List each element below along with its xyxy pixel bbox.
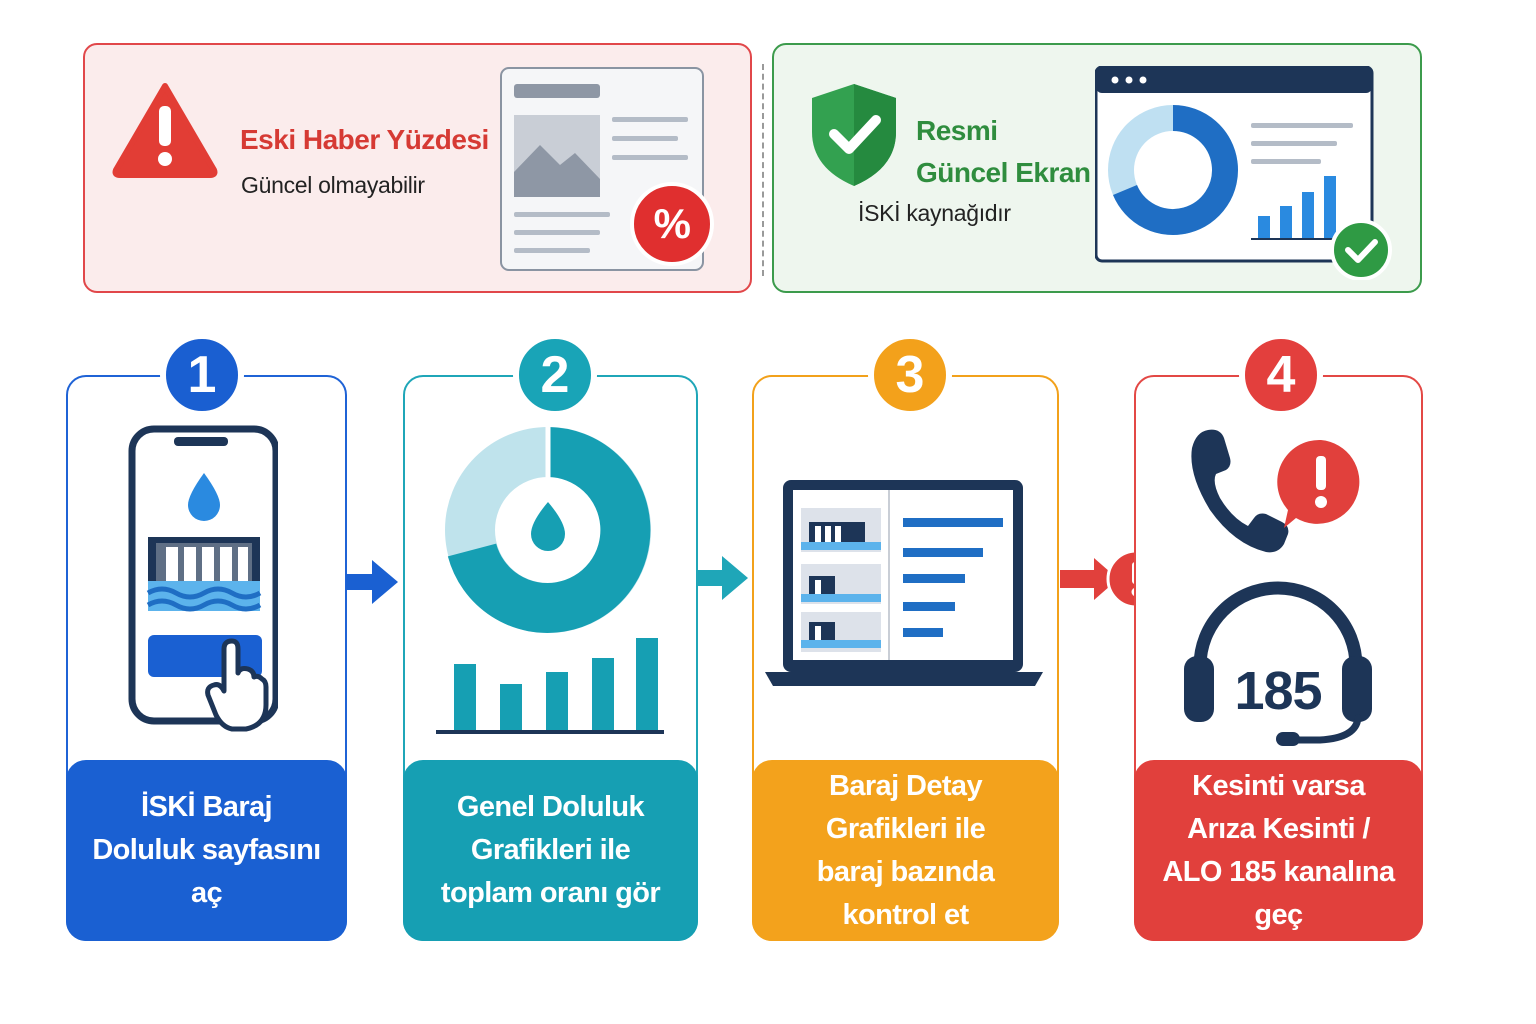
panel-divider xyxy=(762,64,764,276)
step-4-number-badge: 4 xyxy=(1239,333,1323,417)
warning-triangle-icon xyxy=(112,83,218,178)
news-article-icon xyxy=(500,67,714,271)
step-2-caption: Genel Doluluk Grafikleri ile toplam oran… xyxy=(403,760,698,941)
step-4-line-3: ALO 185 kanalına geç xyxy=(1162,855,1395,931)
step-3-line-3: baraj bazında xyxy=(816,855,995,888)
step-3-number-badge: 3 xyxy=(868,333,952,417)
donut-bar-chart-icon xyxy=(436,427,664,734)
percent-badge-text: % xyxy=(653,200,691,247)
laptop-dam-list-icon xyxy=(765,480,1043,686)
step-1-caption: İSKİ Baraj Doluluk sayfasını aç xyxy=(66,760,347,941)
step-4-caption: Kesinti varsa Arıza Kesinti / ALO 185 ka… xyxy=(1134,760,1423,941)
step-4-line-2: Arıza Kesinti / xyxy=(1187,812,1370,845)
official-screen-title: Resmi Güncel Ekran xyxy=(916,110,1091,194)
arrow-right-icon xyxy=(346,560,398,604)
phone-alert-icon xyxy=(1191,429,1360,553)
old-news-subtitle: Güncel olmayabilir xyxy=(241,172,425,198)
step-2-line-1: Genel Doluluk xyxy=(456,791,645,823)
official-title-line2: Güncel Ekran xyxy=(916,157,1091,188)
step-2-line-2: Grafikleri ile xyxy=(470,834,631,866)
phone-dam-tap-icon xyxy=(128,425,278,732)
hotline-number: 185 xyxy=(1234,661,1322,721)
old-news-title: Eski Haber Yüzdesi xyxy=(240,124,489,155)
step-2-line-3: toplam oranı gör xyxy=(440,877,661,909)
official-dashboard-icon xyxy=(1095,66,1392,280)
step-3-line-2: Grafikleri ile xyxy=(825,812,986,845)
step-1-number-badge: 1 xyxy=(160,333,244,417)
headset-icon xyxy=(1184,581,1372,746)
step-1-line-2: Doluluk sayfasını aç xyxy=(92,834,321,909)
official-screen-subtitle: İSKİ kaynağıdır xyxy=(858,200,1011,226)
step-2-number-badge: 2 xyxy=(513,333,597,417)
official-title-line1: Resmi xyxy=(916,115,998,146)
shield-check-icon xyxy=(812,84,896,186)
step-1-line-1: İSKİ Baraj xyxy=(141,791,273,823)
step-card-4: Kesinti varsa Arıza Kesinti / ALO 185 ka… xyxy=(1134,375,1423,941)
step-3-line-4: kontrol et xyxy=(842,898,969,931)
step-4-line-1: Kesinti varsa xyxy=(1192,769,1365,802)
arrow-right-icon xyxy=(696,556,748,600)
step-3-caption: Baraj Detay Grafikleri ile baraj bazında… xyxy=(752,760,1059,941)
step-3-line-1: Baraj Detay xyxy=(829,769,983,802)
